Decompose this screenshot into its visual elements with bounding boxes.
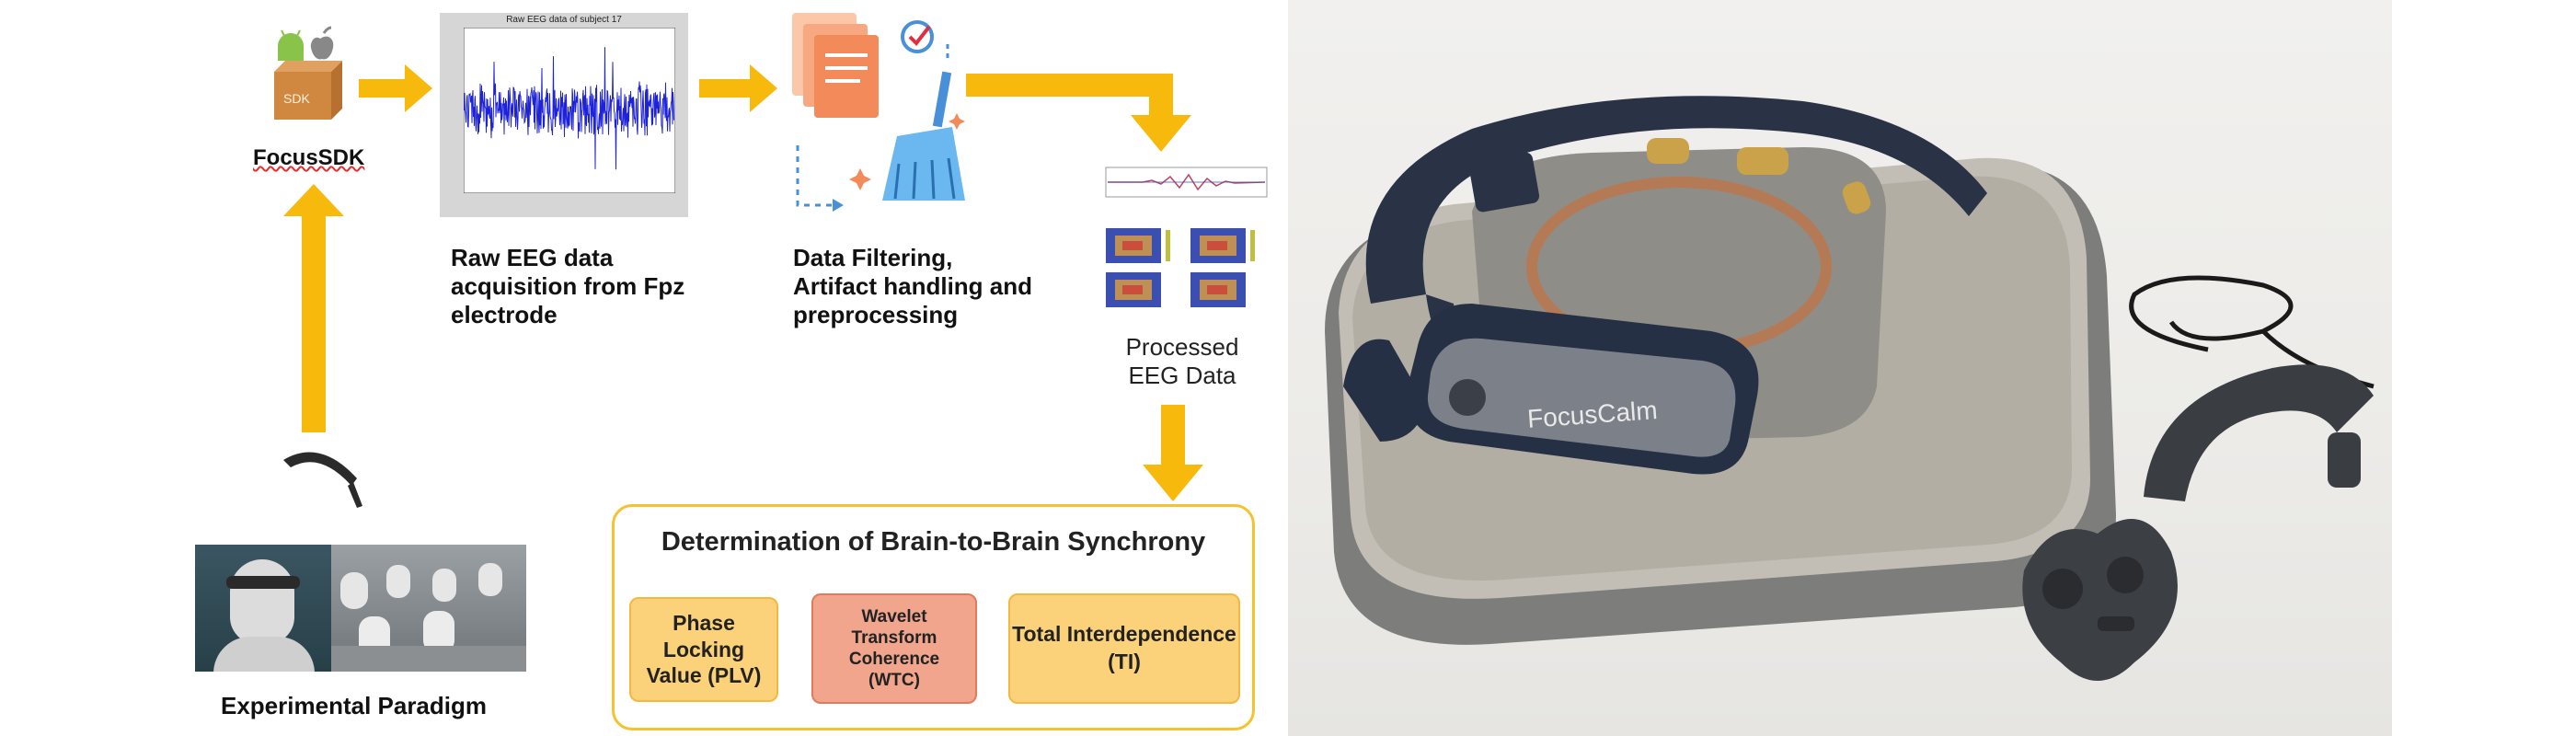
wtc-line3: Coherence bbox=[848, 650, 940, 669]
device-photo: FocusCalm bbox=[1288, 0, 2392, 736]
raw-eeg-label-line3: electrode bbox=[451, 301, 558, 329]
processed-label-line2: EEG Data bbox=[1128, 362, 1236, 390]
synchrony-title: Determination of Brain-to-Brain Synchron… bbox=[661, 527, 1206, 557]
paradigm-label: Experimental Paradigm bbox=[221, 692, 487, 719]
svg-text:SDK: SDK bbox=[283, 91, 310, 106]
arrow-filter-to-processed bbox=[966, 74, 1191, 152]
plv-line1: Phase bbox=[673, 610, 735, 635]
sdk-box-icon: SDK bbox=[274, 26, 342, 120]
processed-eeg-thumbnail bbox=[1087, 164, 1285, 316]
processed-label-line1: Processed bbox=[1125, 333, 1239, 361]
paradigm-portrait bbox=[195, 545, 331, 672]
arrow-sdk-to-raw bbox=[359, 64, 432, 112]
filtering-label-line3: preprocessing bbox=[793, 301, 959, 329]
wtc-line2: Transform bbox=[851, 627, 937, 648]
raw-eeg-label-line2: acquisition from Fpz bbox=[451, 272, 684, 301]
arrow-processed-to-sync bbox=[1143, 405, 1203, 501]
flow-arrows bbox=[283, 64, 1203, 501]
raw-eeg-label-line1: Raw EEG data bbox=[451, 244, 614, 271]
processed-eeg-graphic bbox=[1105, 167, 1268, 307]
paradigm-image bbox=[195, 545, 526, 672]
method-wtc: Wavelet Transform Coherence (WTC) bbox=[811, 593, 977, 704]
arrow-raw-to-filter bbox=[699, 64, 777, 112]
raw-eeg-label-line2-text: acquisition from Fpz bbox=[451, 272, 685, 301]
ti-line1: Total Interdependence bbox=[1012, 622, 1236, 647]
method-plv: Phase Locking Value (PLV) bbox=[629, 597, 778, 702]
plv-line2: Locking bbox=[662, 637, 745, 661]
raw-eeg-plot-title: Raw EEG data of subject 17 bbox=[506, 15, 622, 25]
paradigm-classroom bbox=[331, 545, 526, 672]
plv-line3: Value (PLV) bbox=[646, 663, 762, 688]
filtering-icon bbox=[792, 13, 965, 212]
raw-eeg-plot: Raw EEG data of subject 17 bbox=[440, 13, 688, 217]
raw-eeg-trace bbox=[464, 28, 675, 193]
synchrony-box: Determination of Brain-to-Brain Synchron… bbox=[612, 504, 1255, 730]
wtc-line1: Wavelet bbox=[861, 606, 927, 627]
headband-icon bbox=[283, 452, 362, 508]
filtering-label-line2: Artifact handling and bbox=[793, 272, 1032, 301]
wtc-line4: (WTC) bbox=[868, 671, 920, 691]
ti-line2: (TI) bbox=[1108, 650, 1141, 673]
filtering-label-line1: Data Filtering, bbox=[793, 244, 953, 271]
arrow-paradigm-to-sdk bbox=[283, 184, 344, 432]
method-ti: Total Interdependence (TI) bbox=[1008, 593, 1240, 704]
focuscalm-device-illustration: FocusCalm bbox=[1325, 96, 2375, 681]
focus-sdk-label: FocusSDK bbox=[253, 145, 365, 170]
